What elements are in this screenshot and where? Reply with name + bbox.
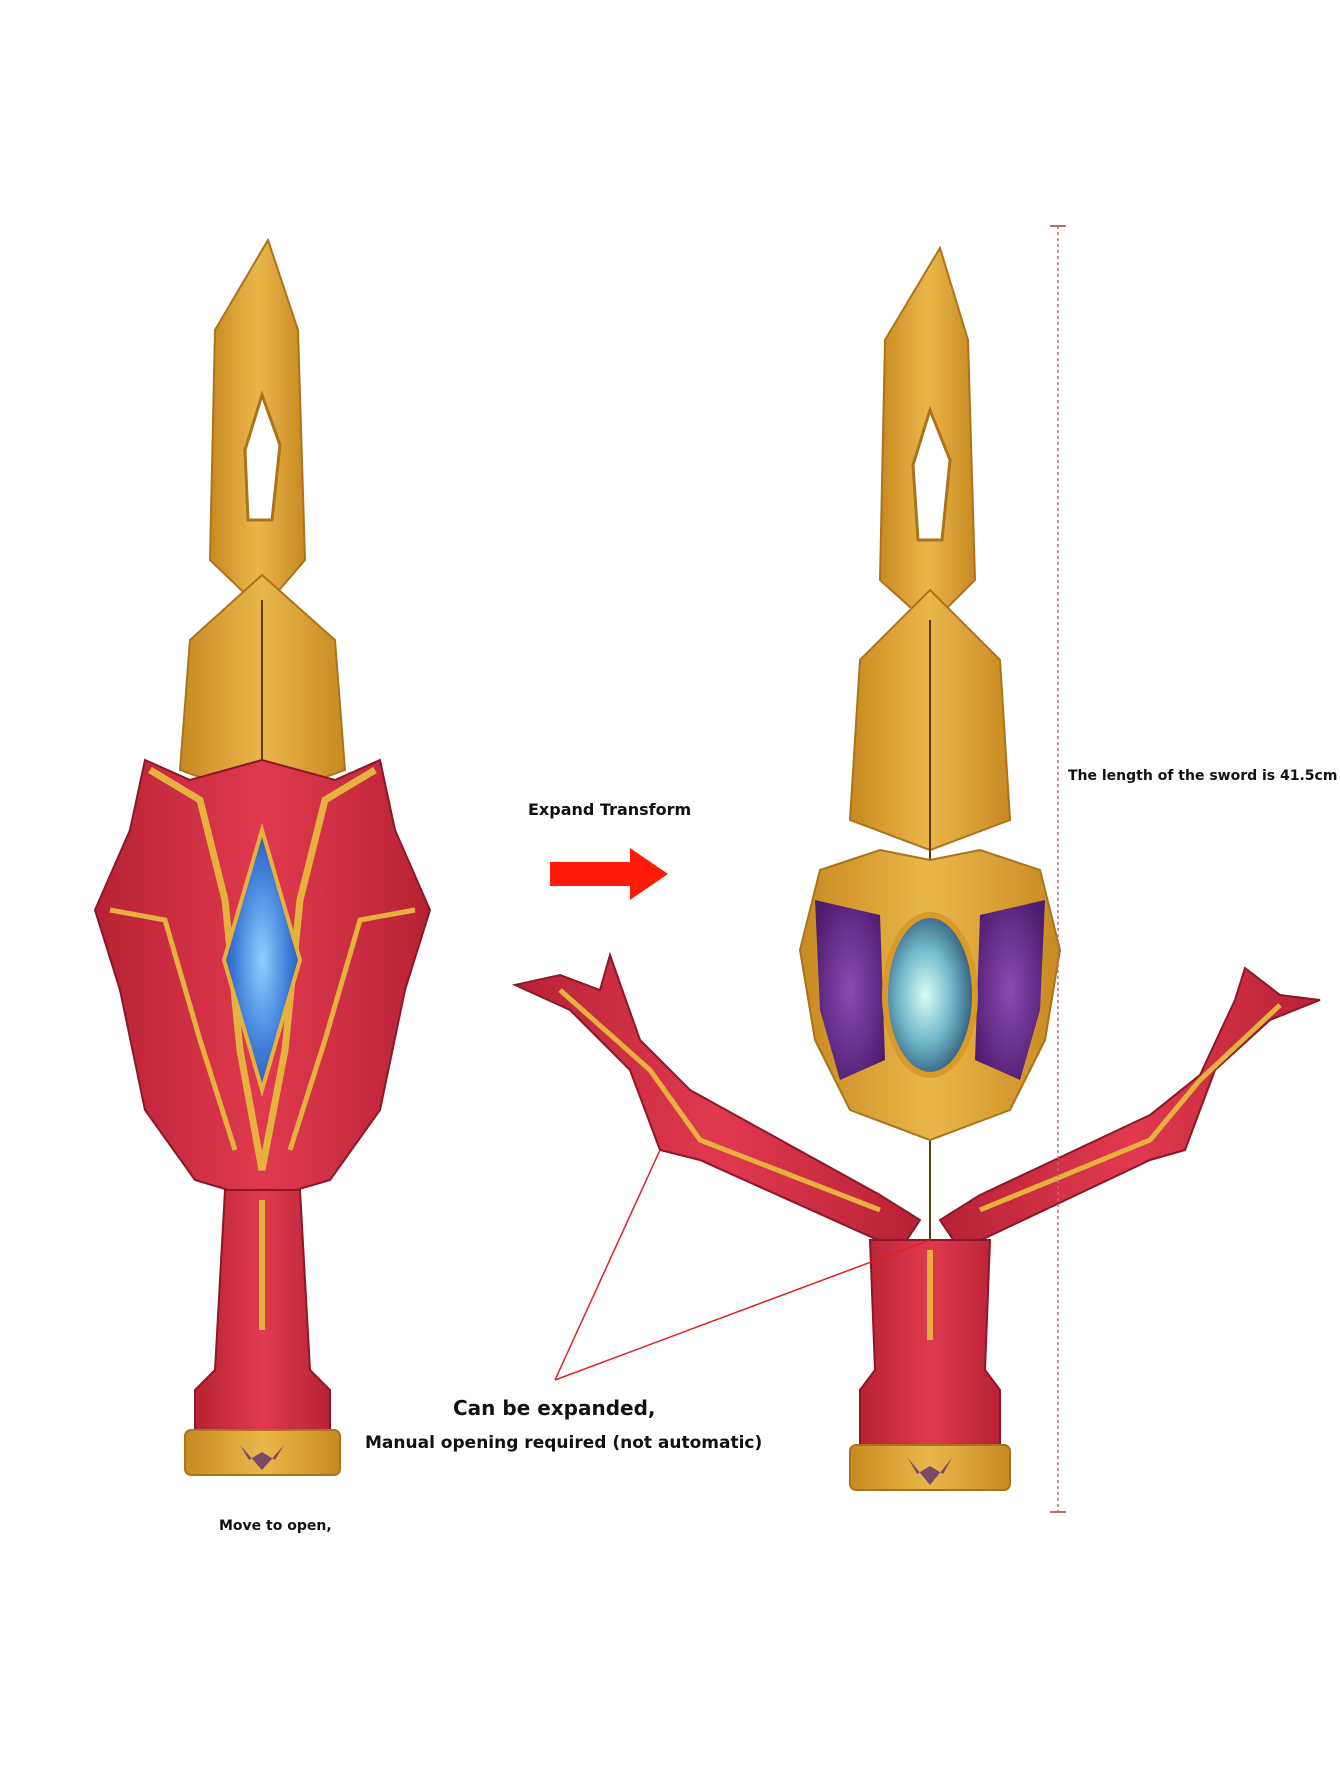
expand-transform-label: Expand Transform xyxy=(528,800,692,819)
can-be-expanded-label: Can be expanded, xyxy=(453,1396,656,1420)
move-to-open-label: Move to open, xyxy=(219,1518,332,1534)
expand-pointer-lines xyxy=(554,1149,931,1381)
length-measure-line xyxy=(1050,225,1066,1513)
arrow-icon xyxy=(550,848,668,900)
sword-length-label: The length of the sword is 41.5cm xyxy=(1068,768,1338,784)
sword-expanded xyxy=(511,245,1321,1491)
manual-opening-label: Manual opening required (not automatic) xyxy=(365,1433,763,1453)
sword-closed xyxy=(93,237,432,1476)
